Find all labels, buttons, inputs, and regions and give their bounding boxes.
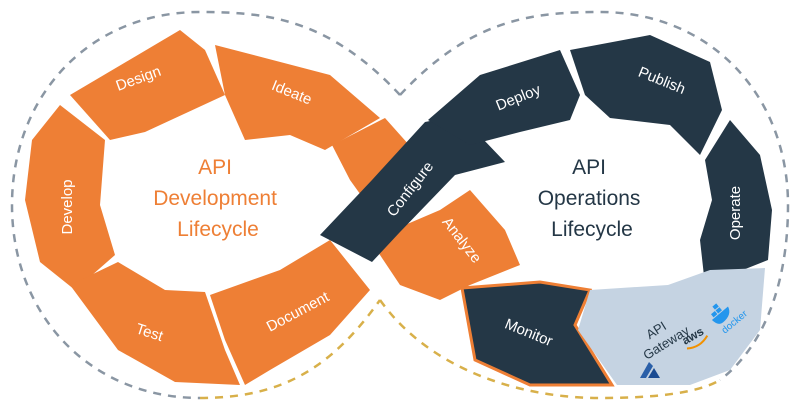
dev-title-line-1: API [198,156,232,179]
azure-logo-right [648,368,660,378]
dashed-outline-right [399,10,790,381]
docker-box-1 [711,311,718,318]
ops-lifecycle-title: API Operations Lifecycle [538,156,647,241]
stage-document-arrow[interactable] [210,240,370,385]
docker-whale [711,306,730,324]
dev-title-line-3: Lifecycle [177,218,259,241]
stage-configure-arrow[interactable] [320,115,505,262]
label-operate: Operate [727,186,744,240]
stage-analyze-arrow[interactable] [370,190,520,300]
dev-title-line-2: Development [153,187,277,210]
stage-develop-arrow[interactable] [25,105,115,290]
stage-orange-connector [332,118,418,205]
dev-lifecycle-loop [25,30,418,385]
stage-design-arrow[interactable] [70,30,225,140]
label-develop: Develop [59,179,76,234]
stage-ideate-arrow[interactable] [215,45,380,150]
aws-logo-smile [686,335,709,350]
dashed-outline-bottom-left [199,299,382,400]
dashed-outline-left [10,10,401,400]
azure-logo-left [640,362,653,378]
ops-title-line-3: Lifecycle [551,218,633,241]
dev-lifecycle-title: API Development Lifecycle [153,156,283,241]
stage-monitor-arrow[interactable] [460,280,615,387]
api-gateway-panel: API Gateway aws docker [578,268,765,385]
ops-lifecycle-loop [428,35,772,387]
ops-title-line-2: Operations [538,187,641,210]
dashed-outline-bottom-right [378,299,721,400]
azure-logo-icon [640,362,660,378]
stage-test-arrow[interactable] [70,262,240,385]
stage-deploy-arrow[interactable] [428,50,580,145]
docker-box-3 [712,303,719,310]
gateway-background [578,268,765,385]
docker-box-2 [715,307,722,314]
ops-title-line-1: API [572,156,606,179]
stage-publish-arrow[interactable] [570,35,722,155]
dashed-outline [10,10,790,400]
stage-operate-arrow[interactable] [700,120,772,285]
